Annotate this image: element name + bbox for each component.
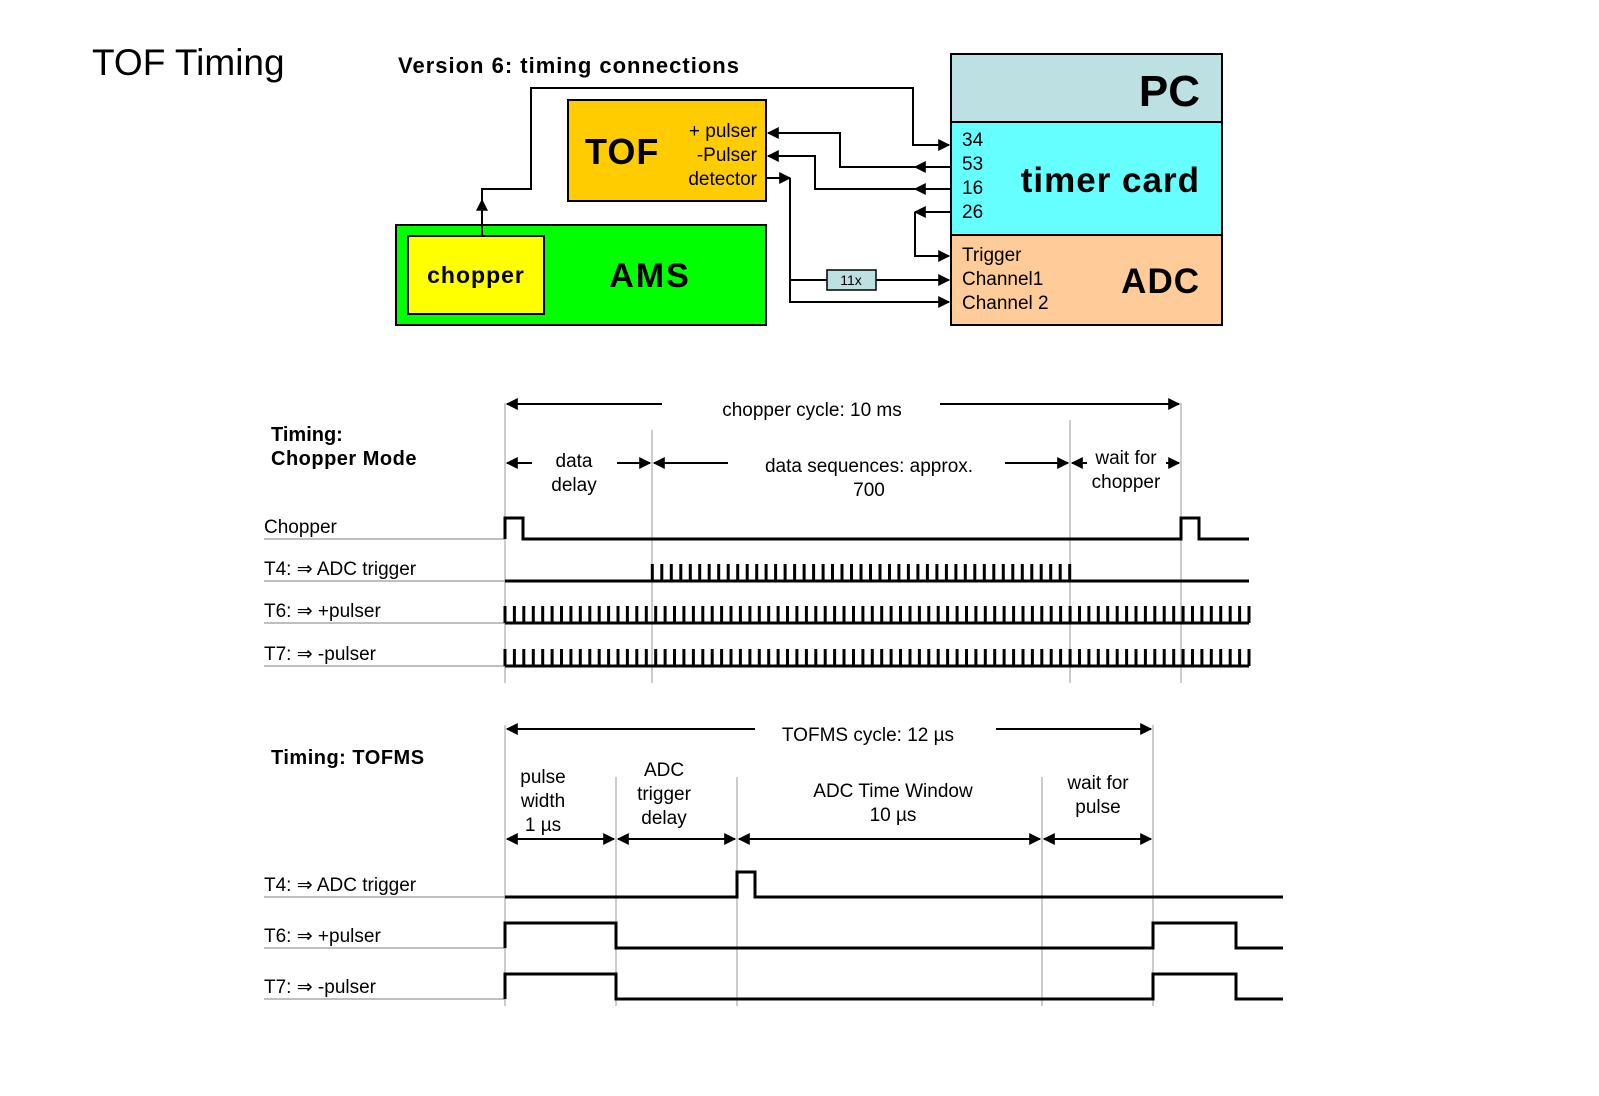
- wire-chopper-to-pin34: [481, 87, 951, 200]
- pc-box: [950, 53, 1223, 123]
- chopper-mode-heading-line2: Chopper Mode: [271, 448, 417, 470]
- interval-adc-window-line1: ADC Time Window: [813, 781, 973, 802]
- timer-pin-26: 26: [962, 202, 983, 223]
- interval-wait-pulse-line1: wait for: [1066, 773, 1129, 794]
- tofms-heading: Timing: TOFMS: [271, 747, 425, 769]
- chopper-cycle-label: chopper cycle: 10 ms: [722, 400, 902, 421]
- chopper-mode-timing: Timing: Chopper Mode chopper cycle: 10 m…: [264, 398, 1251, 683]
- tof-port-detector: detector: [688, 169, 757, 190]
- page-title: TOF Timing: [92, 42, 285, 83]
- tofms-signal-label-t7: T7: ⇒ -pulser: [264, 977, 377, 998]
- tofms-signal-label-t6: T6: ⇒ +pulser: [264, 926, 381, 947]
- adc-input-channel1: Channel1: [962, 269, 1043, 290]
- tofms-waveform-t7: [503, 972, 1283, 1001]
- wire-pin16-to-minus-pulser: [766, 150, 915, 190]
- chopper-mode-heading-line1: Timing:: [271, 424, 343, 446]
- adc-label: ADC: [1121, 262, 1200, 301]
- timer-pin-34: 34: [962, 130, 984, 151]
- chopper-label: chopper: [427, 262, 525, 288]
- interval-data-delay-line1: data: [556, 451, 593, 472]
- interval-data-sequences-line1: data sequences: approx.: [765, 456, 973, 477]
- tof-port-plus-pulser: + pulser: [689, 121, 758, 142]
- wire-pin53-to-plus-pulser: [766, 127, 915, 168]
- tofms-timing: Timing: TOFMS TOFMS cycle: 12 µs pulse w…: [264, 723, 1283, 1006]
- ams-label: AMS: [609, 257, 691, 295]
- tof-port-minus-pulser: -Pulser: [697, 145, 758, 166]
- signal-label-t4-adc-trigger: T4: ⇒ ADC trigger: [264, 559, 417, 580]
- interval-pulse-width-line1: pulse: [520, 767, 565, 788]
- signal-label-t7-minus-pulser: T7: ⇒ -pulser: [264, 644, 377, 665]
- tofms-waveform-t6: [503, 921, 1283, 950]
- adc-input-trigger: Trigger: [962, 245, 1022, 266]
- timer-pin-16: 16: [962, 178, 983, 199]
- interval-wait-pulse-line2: pulse: [1075, 797, 1120, 818]
- interval-data-sequences-line2: 700: [853, 480, 885, 501]
- signal-label-t6-plus-pulser: T6: ⇒ +pulser: [264, 601, 381, 622]
- tofms-waveform-t4: [505, 870, 1283, 899]
- tofms-signal-label-t4: T4: ⇒ ADC trigger: [264, 875, 417, 896]
- interval-wait-chopper-line2: chopper: [1092, 472, 1161, 493]
- interval-adc-window-line2: 10 µs: [870, 805, 917, 826]
- tofms-cycle-label: TOFMS cycle: 12 µs: [782, 725, 954, 746]
- timer-card-label: timer card: [1021, 161, 1200, 200]
- interval-pulse-width-line2: width: [520, 791, 565, 812]
- timer-card-box: [950, 121, 1223, 236]
- adc-input-channel2: Channel 2: [962, 293, 1049, 314]
- adc-box: [950, 234, 1223, 326]
- interval-data-delay-line2: delay: [551, 475, 597, 496]
- connections-diagram: Version 6: timing connections PC timer c…: [395, 53, 1223, 326]
- wire-detector-to-channel2: [789, 178, 951, 308]
- amplifier-label: 11x: [840, 272, 862, 288]
- interval-adc-trigger-delay-line1: ADC: [644, 760, 684, 781]
- connections-title: Version 6: timing connections: [398, 53, 740, 78]
- timer-pin-53: 53: [962, 154, 983, 175]
- interval-pulse-width-line3: 1 µs: [525, 815, 561, 836]
- interval-wait-chopper-line1: wait for: [1094, 448, 1157, 469]
- tof-box: [567, 99, 767, 202]
- chopper-box: [407, 235, 545, 315]
- waveform-chopper: [503, 516, 1249, 541]
- signal-label-chopper: Chopper: [264, 517, 338, 538]
- interval-adc-trigger-delay-line2: trigger: [637, 784, 692, 805]
- interval-adc-trigger-delay-line3: delay: [641, 808, 687, 829]
- wire-pin26-to-adc-trigger: [914, 212, 951, 262]
- tof-label: TOF: [585, 131, 659, 172]
- pc-label: PC: [1139, 67, 1200, 116]
